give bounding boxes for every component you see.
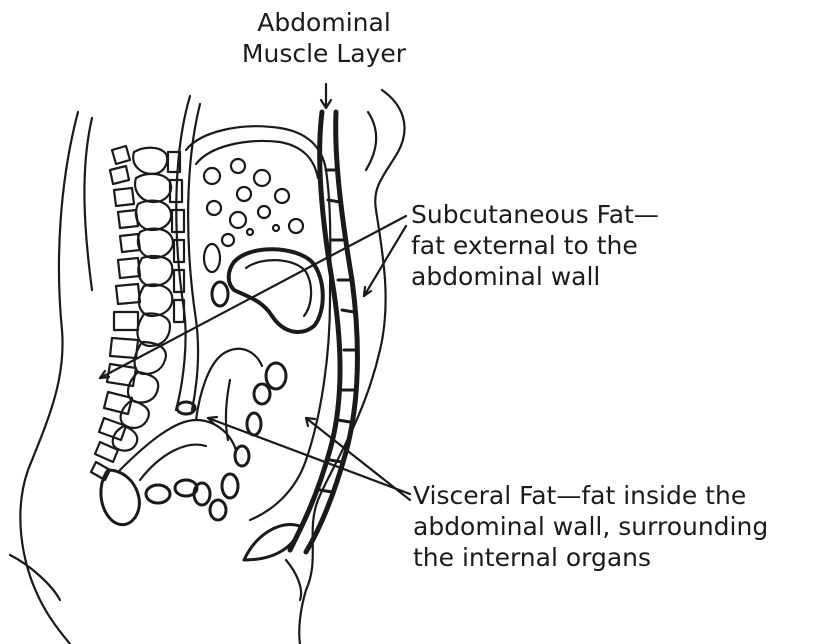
- abdominal-muscle-layer-label: Abdominal Muscle Layer: [214, 7, 434, 69]
- subq-label-line-1: Subcutaneous Fat—: [411, 199, 659, 230]
- muscle-label-line-2: Muscle Layer: [214, 38, 434, 69]
- visceral-label-line-3: the internal organs: [413, 542, 768, 573]
- subq-label-line-2: fat external to the: [411, 230, 659, 261]
- subcutaneous-fat-label: Subcutaneous Fat— fat external to the ab…: [411, 199, 659, 292]
- large-organ: [229, 249, 323, 332]
- front-skin-outline: [299, 90, 404, 644]
- kidney-organ: [204, 244, 220, 272]
- muscle-label-line-1: Abdominal: [214, 7, 434, 38]
- spinal-line-2: [188, 104, 200, 410]
- visceral-arrow-2: [306, 418, 410, 500]
- front-skin-inner: [366, 112, 376, 170]
- back-skin-inner: [84, 118, 92, 290]
- visceral-fat-label: Visceral Fat—fat inside the abdominal wa…: [413, 480, 768, 573]
- spine-bodies: [113, 148, 173, 451]
- intestine-cross-sections: [204, 159, 303, 246]
- muscle-tendon: [244, 525, 300, 560]
- visceral-label-line-2: abdominal wall, surrounding: [413, 511, 768, 542]
- back-skin-outline: [20, 112, 78, 644]
- visceral-label-line-1: Visceral Fat—fat inside the: [413, 480, 768, 511]
- subq-label-line-3: abdominal wall: [411, 261, 659, 292]
